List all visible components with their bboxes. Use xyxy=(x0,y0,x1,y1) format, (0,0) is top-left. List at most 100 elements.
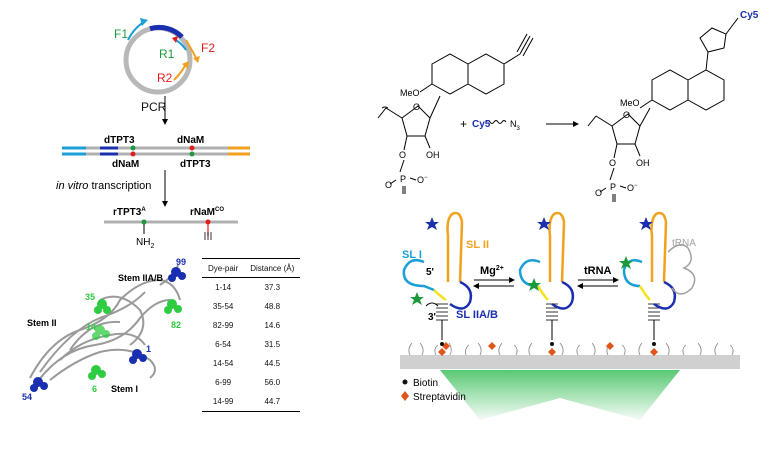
r1-arrow xyxy=(175,39,187,51)
rna-ribbon xyxy=(29,264,181,386)
three-prime-label: 3' xyxy=(428,312,436,323)
green-sphere-14 xyxy=(92,325,110,340)
res-54: 54 xyxy=(22,392,32,402)
green-star-3 xyxy=(619,256,633,269)
f2-label: F2 xyxy=(201,41,215,55)
n3-label: N3 xyxy=(510,119,521,132)
cell-pair: 6-54 xyxy=(215,340,232,349)
green-star-1 xyxy=(410,292,424,305)
dtpt3-bottom-label: dTPT3 xyxy=(180,159,211,170)
res-35: 35 xyxy=(85,292,95,302)
meo-left: MeO xyxy=(400,88,420,98)
right-sugar xyxy=(587,107,651,202)
cell-distance: 48.8 xyxy=(264,302,281,311)
in-vitro-text: in vitro xyxy=(56,180,88,192)
trna-molecule-label: tRNA xyxy=(672,238,696,249)
blue-sphere-54 xyxy=(30,377,48,392)
meo-right: MeO xyxy=(620,98,640,108)
biotin-legend-dot xyxy=(402,379,408,385)
stem-iiab-label: Stem IIA/B xyxy=(118,273,164,283)
table-row: 35-54 48.8 xyxy=(202,297,300,316)
sl1-label: SL I xyxy=(402,249,422,261)
r2-label: R2 xyxy=(157,71,173,85)
glass-surface xyxy=(400,355,740,369)
sl2ab-label: SL IIA/B xyxy=(456,309,498,321)
res-14: 14 xyxy=(86,322,96,332)
cell-pair: 1-14 xyxy=(215,283,232,292)
panel-a: F1 F2 R1 R2 PCR dTPT3 dNaM xyxy=(56,18,250,250)
cell-distance: 14.6 xyxy=(264,321,281,330)
oh-left: OH xyxy=(426,150,440,160)
mg-equilibrium xyxy=(473,277,515,289)
plasmid-insert xyxy=(149,24,184,39)
green-sphere-82 xyxy=(164,299,182,314)
f1-label: F1 xyxy=(114,27,128,41)
panel-d-labels: SL I SL II 5' 3' SL IIA/B Mg2+ tRNA tRNA… xyxy=(401,238,696,403)
left-naphthalene xyxy=(419,33,534,95)
res-6: 6 xyxy=(92,384,97,394)
phosphate-om-right: O− xyxy=(627,183,638,193)
blue-sphere-99 xyxy=(168,267,186,282)
phosphate-p-left: P xyxy=(400,174,406,184)
panel-c-labels: MeO MeO + Cy5 N3 OH OH O O O P O O− O P … xyxy=(385,10,759,198)
phosphate-om-left: O− xyxy=(417,175,428,185)
nh2-label: NH2 xyxy=(136,237,154,250)
construct-2 xyxy=(518,211,575,340)
strep-legend-diamond xyxy=(401,391,409,401)
cell-pair: 14-54 xyxy=(212,359,234,368)
phosphate-p-right: P xyxy=(610,182,616,192)
dna-duplex xyxy=(62,145,250,157)
ring-o-right: O xyxy=(623,110,630,120)
cell-pair: 14-99 xyxy=(202,392,245,412)
green-star-2 xyxy=(527,278,541,291)
blue-sphere-1 xyxy=(129,349,147,364)
res-99: 99 xyxy=(176,257,186,267)
azide-linker xyxy=(485,120,507,124)
cell-pair: 35-54 xyxy=(212,302,234,311)
cell-pair: 82-99 xyxy=(212,321,234,330)
plus-sign: + xyxy=(460,117,467,131)
table-row: 82-99 14.6 xyxy=(202,316,300,335)
right-naphthalene xyxy=(639,51,725,111)
transcription-text: transcription xyxy=(88,180,151,192)
cy5-top-label: Cy5 xyxy=(740,10,759,21)
excitation-beam xyxy=(440,370,680,420)
transcription-label: in vitro transcription xyxy=(56,180,151,192)
header-distance: Distance (Å) xyxy=(244,258,301,278)
cell-pair: 6-99 xyxy=(215,378,232,387)
cell-distance: 56.0 xyxy=(264,378,281,387)
mg-label: Mg2+ xyxy=(480,265,504,277)
header-dye-pair: Dye-pair xyxy=(202,258,245,278)
blue-star-1 xyxy=(425,217,439,230)
rnam-label: rNaMCO xyxy=(190,207,224,218)
r1-label: R1 xyxy=(159,47,175,61)
table-row: 6-99 56.0 xyxy=(202,373,300,392)
blue-star-3 xyxy=(639,217,653,230)
construct-1 xyxy=(402,211,473,340)
phosphate-o-right: O xyxy=(609,158,616,168)
biotin-legend-label: Biotin xyxy=(413,378,438,389)
panel-d xyxy=(400,211,740,420)
phosphate-o2-left: O xyxy=(385,180,392,190)
green-sphere-35 xyxy=(94,299,111,314)
construct-3 xyxy=(622,211,696,340)
five-prime-label: 5' xyxy=(426,267,434,278)
right-triazole xyxy=(699,17,739,53)
dtpt3-top-label: dTPT3 xyxy=(104,135,135,146)
peg-brush xyxy=(408,342,734,356)
blue-star-2 xyxy=(537,217,551,230)
cell-distance: 44.7 xyxy=(244,392,301,412)
dnam-top-label: dNaM xyxy=(177,135,204,146)
panel-c xyxy=(377,17,739,202)
left-sugar xyxy=(377,95,441,194)
cy5-azide-label: Cy5 xyxy=(472,119,491,130)
table-header-row: Dye-pair Distance (Å) xyxy=(202,258,301,278)
green-sphere-6 xyxy=(88,365,106,380)
phosphate-o-left: O xyxy=(399,150,406,160)
panel-b: Stem II Stem IIA/B Stem I 99 35 14 82 1 … xyxy=(22,257,186,402)
